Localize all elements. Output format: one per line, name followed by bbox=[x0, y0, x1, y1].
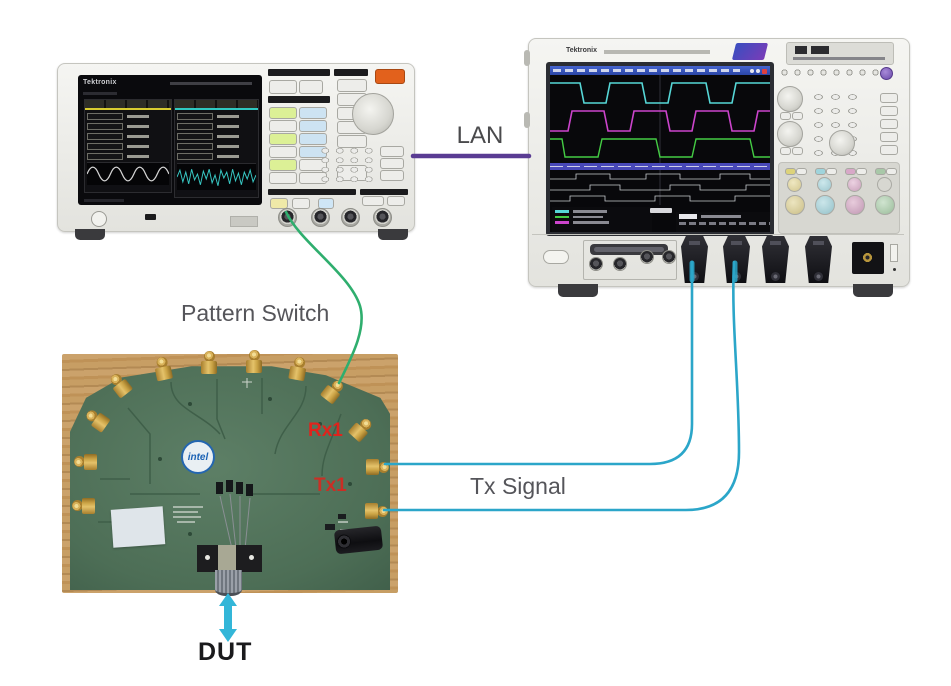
scope-foot-right bbox=[853, 284, 893, 297]
function-generator: Tektronix bbox=[57, 63, 415, 243]
afg-screen-footer bbox=[84, 199, 124, 202]
scope-readout-left bbox=[552, 207, 652, 232]
scope-vertical-panel bbox=[778, 162, 900, 234]
scope-ch4-input-probe bbox=[805, 236, 832, 283]
scope-model-text bbox=[604, 50, 710, 54]
dut-board-photo: intel bbox=[62, 350, 398, 596]
afg-ch2-waveform bbox=[177, 163, 256, 190]
scope-menu-bar bbox=[550, 66, 770, 75]
afg-function-buttons bbox=[269, 107, 297, 119]
digital-trace bbox=[550, 173, 770, 180]
afg-ch2-panel bbox=[174, 99, 259, 198]
dut-connector-bracket bbox=[197, 545, 262, 572]
digital-trace bbox=[550, 184, 770, 191]
afg-foot-right bbox=[378, 229, 408, 240]
ch2-waveform bbox=[550, 110, 770, 132]
afg-rotary-knob bbox=[352, 93, 394, 135]
scope-purple-knob bbox=[880, 67, 893, 80]
window-minimize-icon bbox=[750, 69, 754, 73]
board-label-sticker bbox=[110, 506, 166, 548]
afg-ch2-tabs bbox=[175, 100, 258, 110]
intel-logo: intel bbox=[181, 440, 215, 474]
afg-screen: Tektronix bbox=[78, 75, 262, 205]
afg-ch1-waveform bbox=[87, 162, 169, 185]
sma-connector-rx1 bbox=[365, 459, 389, 475]
scope-power-button bbox=[543, 250, 569, 264]
scope-waveforms bbox=[550, 75, 770, 205]
scope-aux-input bbox=[852, 242, 884, 274]
pattern-switch-label: Pattern Switch bbox=[181, 300, 330, 326]
lan-label: LAN bbox=[456, 122, 504, 149]
scope-ch1-input-probe bbox=[681, 236, 708, 283]
scope-badge bbox=[731, 43, 769, 60]
scope-knob-horizontal bbox=[777, 121, 803, 147]
sma-connector bbox=[246, 350, 262, 374]
scope-knob-vertical bbox=[777, 86, 803, 112]
ch3-waveform bbox=[550, 138, 770, 158]
board-traces bbox=[98, 378, 352, 550]
window-maximize-icon bbox=[756, 69, 760, 73]
power-jack bbox=[333, 525, 384, 555]
ch3-button bbox=[845, 168, 856, 175]
scope-screen bbox=[550, 66, 770, 232]
scope-readout-right bbox=[676, 212, 770, 232]
afg-brand: Tektronix bbox=[83, 79, 117, 86]
tx-signal-label: Tx Signal bbox=[470, 473, 566, 499]
afg-ch1-output-bnc bbox=[278, 208, 297, 227]
digital-trace bbox=[550, 195, 770, 202]
oscilloscope: Tektronix bbox=[524, 38, 910, 300]
sma-connector bbox=[72, 498, 96, 514]
rx1-port-label: Rx1 bbox=[308, 420, 343, 441]
ch1-button bbox=[785, 168, 796, 175]
afg-ch1-tabs bbox=[85, 100, 171, 110]
scope-ch2-input-probe bbox=[723, 236, 750, 283]
dut-probe-barrel bbox=[215, 570, 242, 596]
afg-foot-left bbox=[75, 229, 105, 240]
afg-status-text bbox=[83, 92, 117, 95]
afg-power-button bbox=[91, 211, 107, 227]
scope-brand: Tektronix bbox=[566, 47, 597, 54]
ch1-waveform bbox=[550, 82, 770, 104]
sma-connector bbox=[74, 454, 98, 470]
sma-connector bbox=[201, 351, 217, 375]
ch4-button bbox=[875, 168, 886, 175]
afg-usb-port bbox=[145, 214, 156, 220]
afg-model-text bbox=[170, 82, 252, 85]
afg-run-button bbox=[375, 69, 405, 84]
dut-label: DUT bbox=[198, 638, 253, 666]
tx1-port-label: Tx1 bbox=[314, 475, 347, 496]
afg-ch2-enable-button bbox=[318, 198, 334, 209]
sma-connector-tx1 bbox=[364, 503, 388, 519]
window-close-icon bbox=[762, 68, 767, 74]
scope-foot-left bbox=[558, 284, 598, 297]
scope-ch3-input-probe bbox=[762, 236, 789, 283]
afg-ch1-enable-button bbox=[270, 198, 288, 209]
scope-multipurpose-knob bbox=[829, 130, 855, 156]
dut-arrow bbox=[219, 593, 237, 642]
ch2-button bbox=[815, 168, 826, 175]
scope-top-knob-row bbox=[778, 68, 882, 77]
scope-dvd-drive bbox=[786, 42, 894, 65]
afg-keypad-buttons bbox=[318, 146, 376, 184]
afg-ch1-panel bbox=[84, 99, 172, 193]
